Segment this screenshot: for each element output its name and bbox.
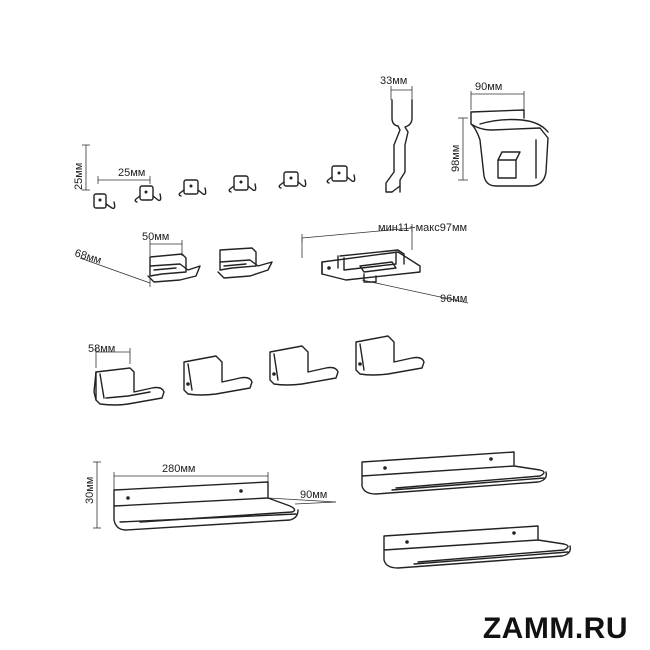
phone-holder-2	[183, 355, 253, 396]
shelf-dimensioned	[93, 461, 337, 531]
dim-shelf-depth: 90мм	[300, 489, 327, 501]
phone-holder-4	[355, 335, 425, 376]
small-hooks-row	[82, 144, 356, 210]
dim-shelf-height: 30мм	[84, 477, 96, 504]
brand-logo: ZAMM.RU	[482, 612, 628, 645]
small-hook-2	[134, 185, 162, 203]
hook-holder-1	[147, 253, 201, 283]
cup-holder	[458, 91, 549, 187]
shelf-upper-right	[361, 451, 548, 495]
dim-small-hook-spacing: 25мм	[118, 167, 145, 179]
small-hook-6	[326, 165, 356, 184]
adjustable-holder	[301, 224, 469, 304]
dim-hook-holder-depth: 68мм	[73, 247, 103, 266]
hook-holder-2	[217, 247, 273, 279]
dim-adjustable-range: мин11~макс97мм	[378, 222, 467, 234]
dim-hook-holder-width: 50мм	[142, 231, 169, 243]
dim-small-hook-height: 25мм	[73, 163, 85, 190]
hook-holders	[79, 240, 273, 287]
shelf-lower-right	[383, 525, 572, 569]
dim-adjustable-depth: 96мм	[440, 293, 467, 305]
dim-phone-holder-width: 58мм	[88, 343, 115, 355]
dim-shelf-length: 280мм	[162, 463, 195, 475]
small-hook-3	[178, 179, 207, 197]
small-hook-5	[278, 171, 307, 189]
dim-cup-holder-width: 90мм	[475, 81, 502, 93]
dim-cup-holder-height: 98мм	[450, 145, 462, 172]
phone-holder-3	[269, 345, 339, 386]
phone-holders	[93, 335, 425, 406]
small-hook-4	[228, 175, 257, 193]
rail-hook	[385, 86, 413, 193]
dim-rail-hook-height: 33мм	[380, 75, 407, 87]
small-hook-1	[93, 193, 116, 210]
phone-holder-1	[93, 367, 165, 406]
